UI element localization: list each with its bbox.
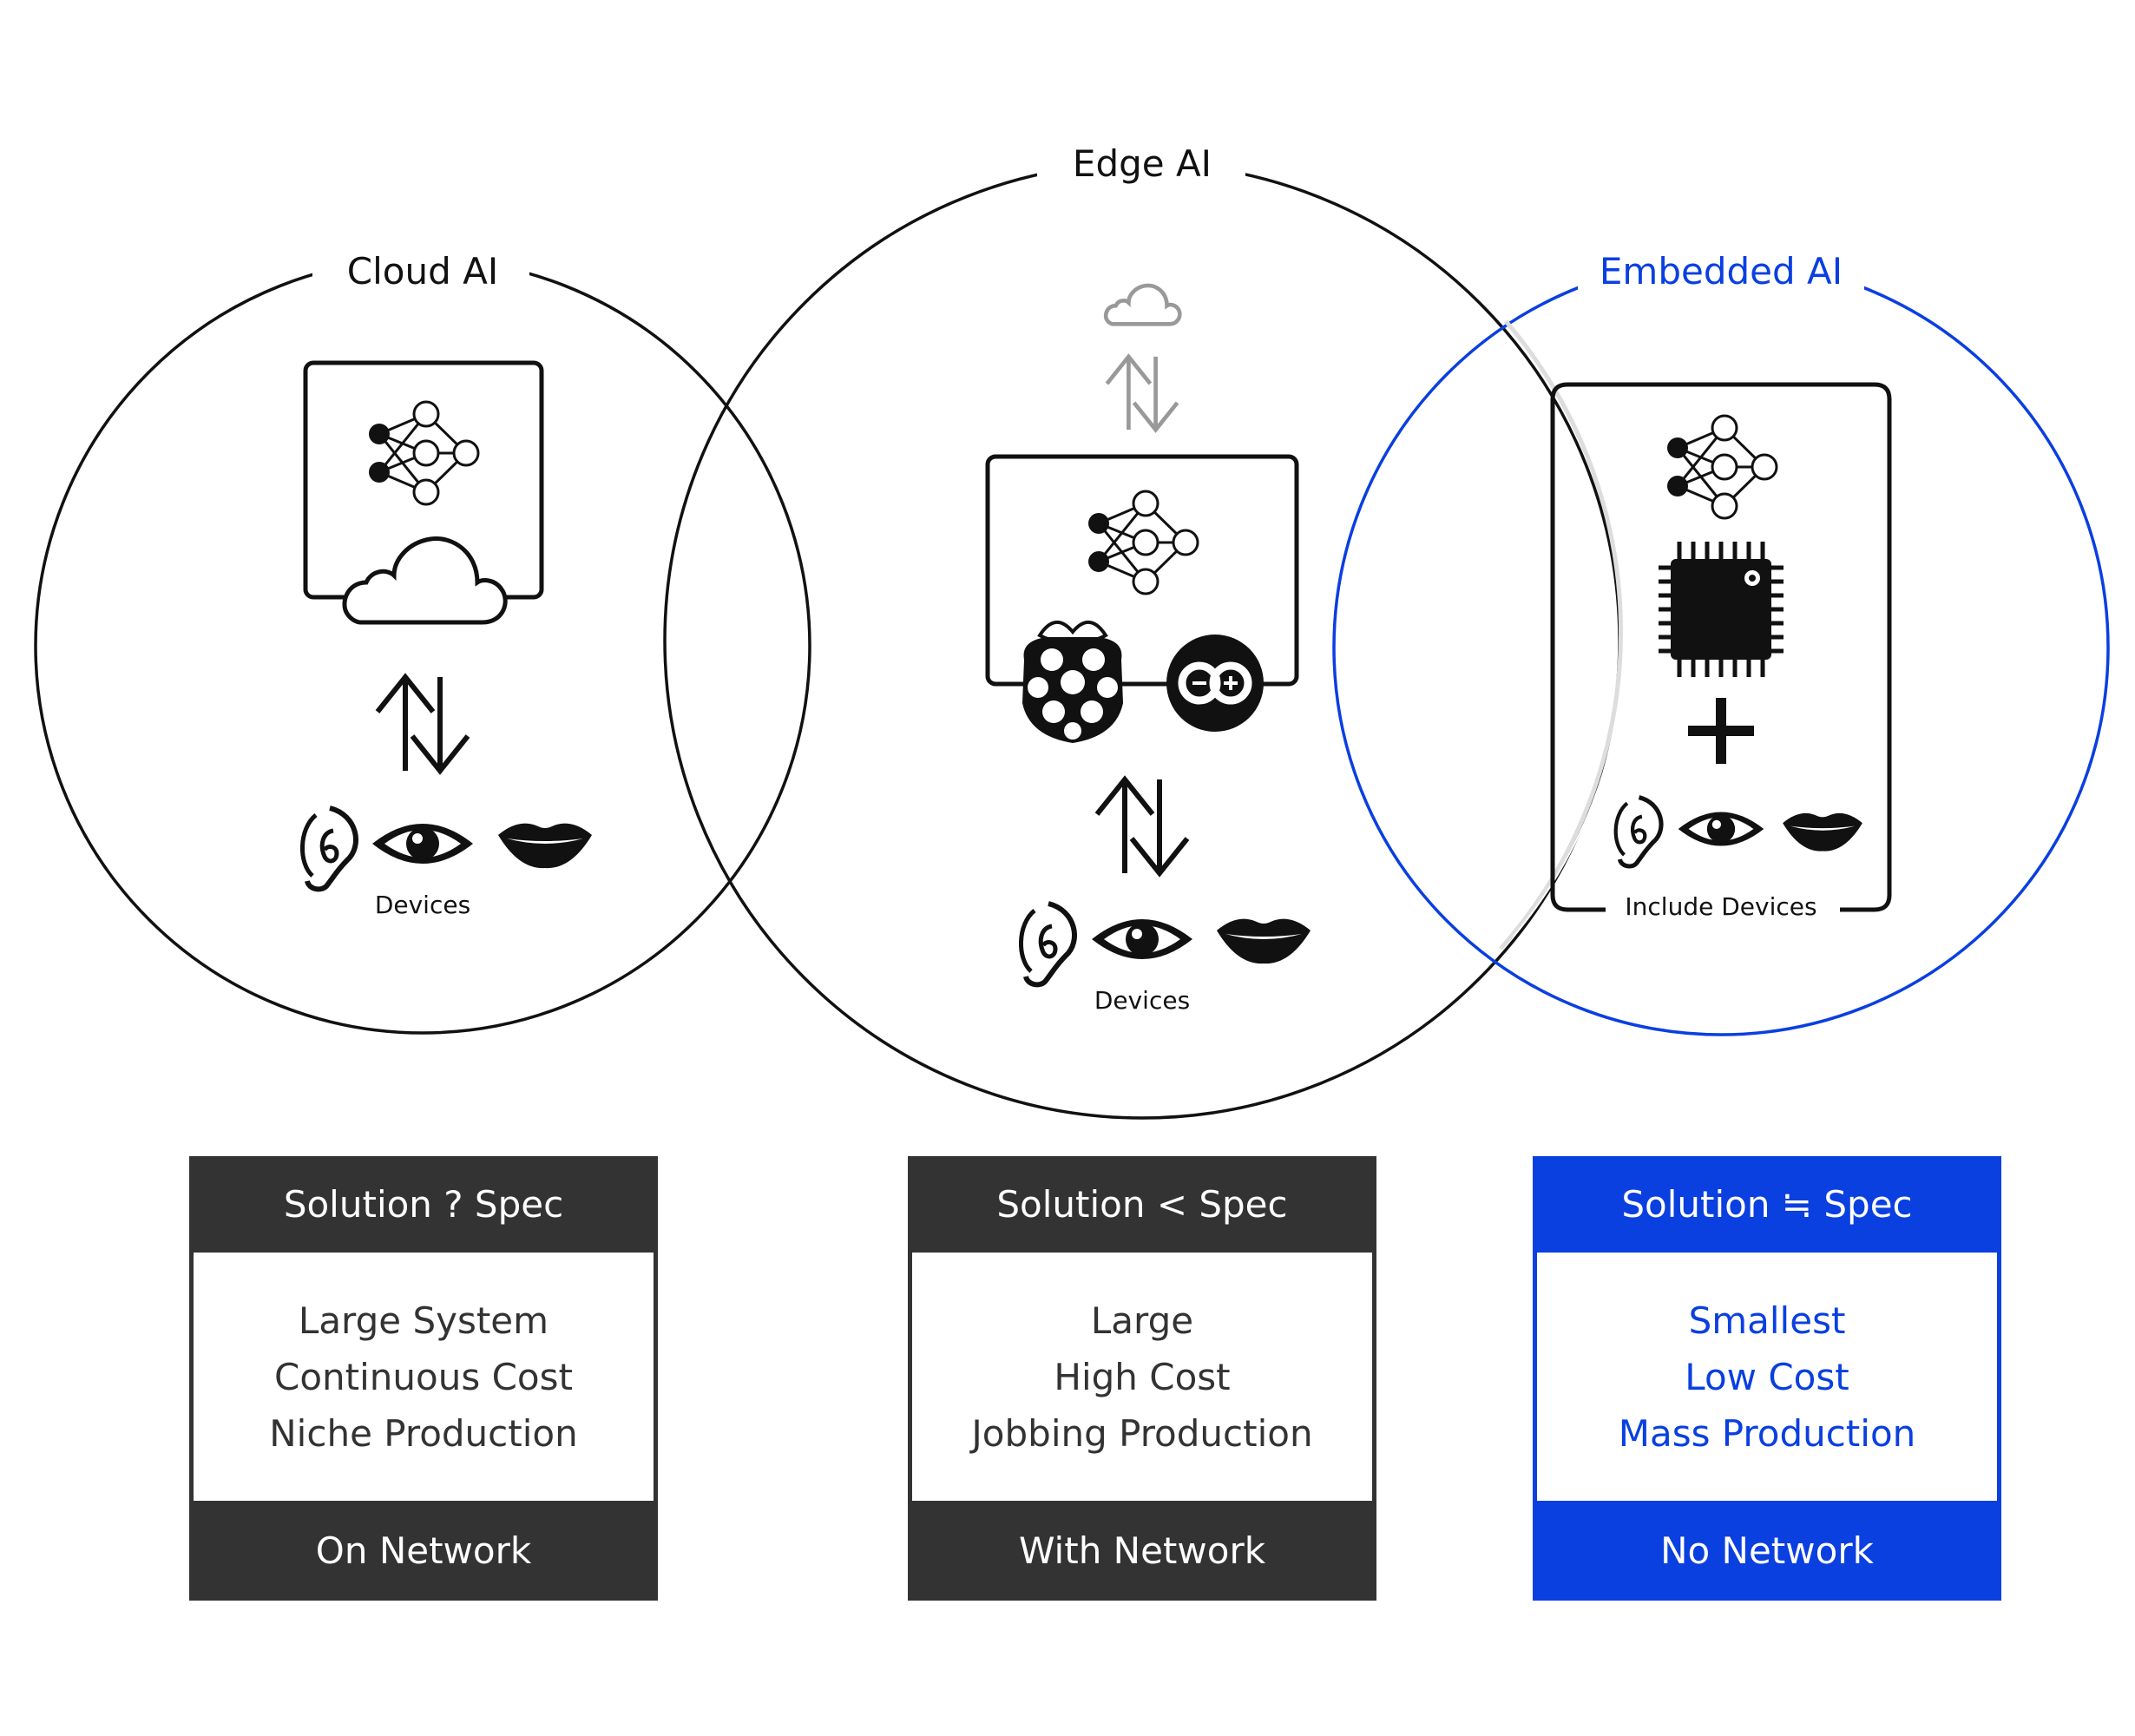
edge-ai-title: Edge AI (1073, 142, 1212, 185)
eye-icon (1678, 812, 1764, 846)
arrows-up-down-icon (378, 677, 468, 771)
spec-header: Solution ? Spec (283, 1183, 564, 1226)
edge-spec-box: Solution < Spec Large High Cost Jobbing … (908, 1156, 1376, 1601)
spec-line: Niche Production (269, 1411, 578, 1455)
edge-devices-label: Devices (1094, 986, 1190, 1015)
spec-line: Large (1090, 1299, 1194, 1342)
spec-footer: With Network (1018, 1529, 1266, 1572)
neural-network-icon (1665, 414, 1778, 520)
embedded-device-box (1550, 382, 1892, 912)
embedded-spec-box: Solution ≒ Spec Smallest Low Cost Mass P… (1533, 1156, 2001, 1601)
spec-line: Jobbing Production (971, 1411, 1313, 1455)
embedded-ai-title: Embedded AI (1600, 250, 1843, 293)
spec-line: Continuous Cost (274, 1355, 573, 1398)
spec-body: Large System Continuous Cost Niche Produ… (194, 1253, 654, 1501)
lips-icon (1783, 812, 1862, 852)
raspberry-pi-icon (1022, 621, 1123, 743)
spec-line: Smallest (1688, 1299, 1846, 1342)
spec-footer: No Network (1660, 1529, 1874, 1572)
arrows-up-down-icon (1097, 779, 1187, 873)
spec-line: Large System (298, 1299, 549, 1342)
cloud-ai-title: Cloud AI (347, 250, 498, 293)
arduino-icon (1166, 635, 1264, 732)
eye-icon (1092, 919, 1192, 959)
spec-header: Solution < Spec (996, 1183, 1288, 1226)
spec-line: Mass Production (1618, 1411, 1916, 1455)
ear-icon (1616, 798, 1661, 866)
venn-diagram: Cloud AI Edge AI Embedded AI Devices (34, 142, 2110, 1120)
spec-footer: On Network (315, 1529, 532, 1572)
cloud-devices-label: Devices (375, 891, 470, 919)
cloud-spec-box: Solution ? Spec Large System Continuous … (189, 1156, 658, 1601)
eye-icon (372, 824, 473, 864)
microchip-icon (1659, 542, 1784, 677)
ear-icon (302, 808, 356, 889)
spec-body: Large High Cost Jobbing Production (912, 1253, 1372, 1501)
spec-line: Low Cost (1685, 1355, 1849, 1398)
plus-icon (1688, 698, 1754, 764)
spec-line: High Cost (1054, 1355, 1231, 1398)
cloud-icon (1106, 286, 1179, 324)
lips-icon (498, 823, 592, 869)
spec-body: Smallest Low Cost Mass Production (1537, 1253, 1997, 1501)
ear-icon (1021, 904, 1074, 984)
embedded-devices-label: Include Devices (1625, 892, 1816, 921)
spec-header: Solution ≒ Spec (1621, 1183, 1913, 1226)
arrows-up-down-icon (1107, 357, 1177, 430)
lips-icon (1217, 918, 1311, 964)
